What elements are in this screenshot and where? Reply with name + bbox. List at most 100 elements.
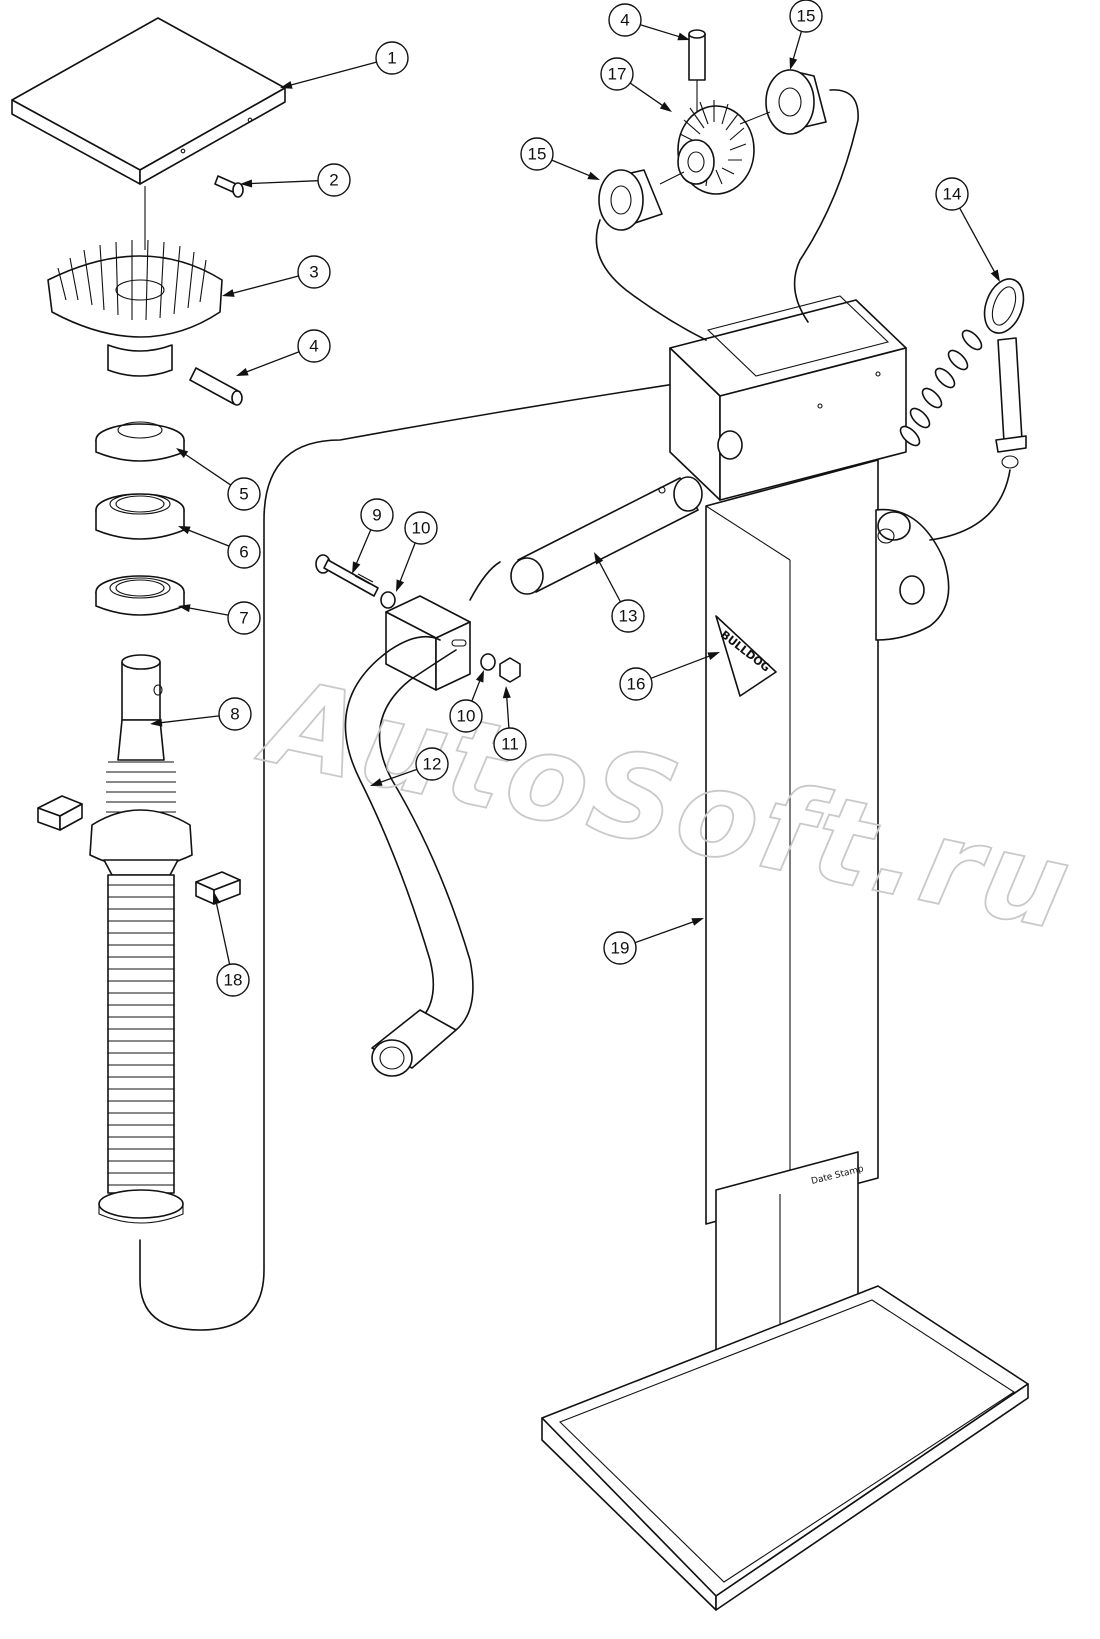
- callout-arrowhead: [587, 171, 600, 180]
- callout-number: 12: [423, 755, 442, 774]
- callout-number: 19: [611, 939, 630, 958]
- callout-circle: [297, 329, 331, 363]
- callout-circle: [360, 498, 394, 532]
- callout-number: 2: [329, 171, 338, 190]
- callout-7: 7: [178, 601, 261, 635]
- callout-leader-line: [551, 159, 592, 177]
- callout-16: 16: [619, 652, 720, 701]
- callout-arrowhead: [240, 179, 253, 188]
- callout-number: 15: [528, 145, 547, 164]
- callout-arrowhead: [178, 604, 191, 613]
- callout-circle: [608, 3, 642, 37]
- callout-3: 3: [222, 255, 331, 297]
- callout-number: 17: [608, 65, 627, 84]
- callout-15: 15: [520, 137, 600, 180]
- callout-arrowhead: [176, 448, 189, 459]
- callout-6: 6: [178, 526, 261, 569]
- callout-circle: [493, 727, 527, 761]
- callout-number: 7: [239, 609, 248, 628]
- part-bushing-right: [765, 69, 827, 135]
- top-guide-line-left: [595, 219, 707, 341]
- callout-circle: [216, 963, 250, 997]
- part-lift-screw: [89, 654, 193, 1224]
- callout-arrowhead: [212, 892, 221, 905]
- assembly-guide-line: [139, 369, 771, 1331]
- callout-arrowhead: [990, 269, 1000, 282]
- part-screw: [214, 175, 244, 198]
- part-pull-pin-chain: [899, 278, 1027, 541]
- watermark: AutoSoft.ru: [248, 651, 1084, 958]
- callout-arrowhead: [789, 57, 798, 70]
- callout-arrowhead: [150, 718, 163, 727]
- callout-circle: [404, 511, 438, 545]
- part-small-bevel-gear: [677, 100, 755, 195]
- callout-circle: [935, 177, 969, 211]
- callout-arrowhead: [502, 686, 511, 699]
- callout-10: 10: [396, 511, 438, 592]
- part-crank-handle: [344, 561, 501, 1077]
- callout-circle: [520, 137, 554, 171]
- callout-leader-line: [215, 901, 231, 965]
- part-washer-small-upper: [380, 591, 396, 609]
- part-pin-top: [688, 29, 706, 186]
- callout-circle: [227, 477, 261, 511]
- callout-leader-line: [598, 560, 622, 603]
- callout-leader-line: [249, 180, 319, 185]
- callout-arrowhead: [222, 289, 235, 297]
- callout-leader-line: [231, 275, 299, 295]
- callout-12: 12: [370, 747, 449, 786]
- callout-13: 13: [594, 552, 645, 633]
- callout-leader-line: [187, 529, 230, 547]
- callout-number: 4: [620, 11, 629, 30]
- part-bolt: [315, 554, 379, 597]
- callout-circle: [317, 163, 351, 197]
- callout-leader-line: [629, 82, 665, 107]
- callout-leader-line: [289, 61, 377, 87]
- callout-leader-line: [650, 654, 711, 679]
- callout-leader-line: [399, 542, 416, 583]
- top-guide-line-right: [793, 89, 859, 323]
- callout-leader-line: [506, 695, 510, 729]
- callout-leader-line: [634, 920, 695, 944]
- callout-4: 4: [236, 329, 331, 376]
- callout-19: 19: [603, 918, 704, 965]
- callout-leader-line: [640, 24, 681, 38]
- callout-8: 8: [150, 697, 252, 731]
- callout-arrowhead: [280, 81, 293, 89]
- callout-arrowhead: [396, 579, 405, 592]
- part-nut: [499, 657, 521, 683]
- callout-circle: [297, 255, 331, 289]
- callout-9: 9: [352, 498, 394, 574]
- callout-5: 5: [176, 448, 261, 511]
- callout-10: 10: [449, 670, 484, 733]
- callout-arrowhead: [370, 778, 383, 786]
- callout-4: 4: [608, 3, 690, 41]
- callout-arrowhead: [475, 670, 484, 683]
- part-bevel-gear: [47, 239, 223, 377]
- part-top-plate: [11, 17, 286, 185]
- callout-14: 14: [935, 177, 1000, 282]
- callout-circle: [789, 0, 823, 33]
- callout-leader-line: [355, 529, 372, 566]
- callout-circle: [619, 667, 653, 701]
- callout-circle: [375, 41, 409, 75]
- callout-circle: [227, 601, 261, 635]
- callout-leader-line: [183, 453, 232, 486]
- callout-number: 8: [230, 705, 239, 724]
- callout-number: 16: [627, 675, 646, 694]
- part-bushing-left: [598, 169, 663, 231]
- callout-leader-line: [471, 679, 481, 702]
- callout-arrowhead: [178, 526, 191, 535]
- callout-1: 1: [280, 41, 409, 89]
- callout-circle: [449, 699, 483, 733]
- callout-circle: [611, 599, 645, 633]
- callout-arrowhead: [691, 918, 704, 926]
- callout-circle: [415, 747, 449, 781]
- part-crank-shaft: [510, 476, 703, 595]
- callout-number: 3: [309, 263, 318, 282]
- callout-circle: [227, 535, 261, 569]
- callout-leader-line: [792, 31, 803, 61]
- callout-circle: [600, 57, 634, 91]
- callout-number: 10: [412, 519, 431, 538]
- callout-leader-line: [379, 768, 418, 784]
